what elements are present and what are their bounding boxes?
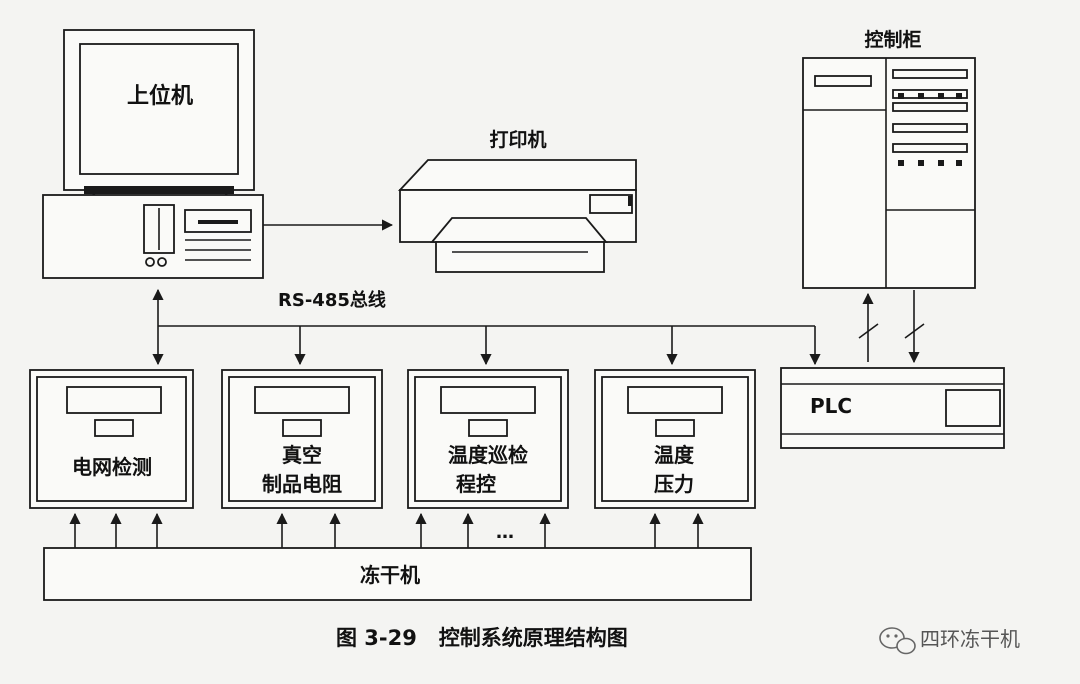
grid-monitor-label: 电网检测	[72, 455, 152, 479]
instrument-vacuum-resistance: 真空 制品电阻	[221, 369, 383, 509]
watermark: 四环冻干机	[879, 627, 1020, 655]
host-computer-label: 上位机	[127, 83, 193, 109]
control-cabinet-label: 控制柜	[864, 28, 921, 51]
printer-icon	[397, 159, 637, 273]
monitor-icon	[63, 29, 255, 199]
temp-patrol-label-line1: 温度巡检	[448, 443, 528, 467]
instrument-temp-pressure: 温度 压力	[594, 369, 756, 509]
cabinet-icon	[802, 57, 976, 289]
freeze-dryer-label: 冻干机	[360, 563, 420, 587]
temp-pressure-label-line1: 温度	[654, 443, 695, 467]
figure-caption: 图 3-29 控制系统原理结构图	[336, 626, 628, 650]
control-cabinet: 控制柜	[802, 28, 976, 289]
host-computer: 上位机	[42, 29, 264, 279]
printer-label: 打印机	[489, 128, 546, 151]
rs485-bus	[152, 288, 821, 366]
vacuum-label-line2: 制品电阻	[262, 472, 342, 496]
instrument-temp-patrol: 温度巡检 程控	[407, 369, 569, 509]
temp-pressure-label-line2: 压力	[654, 472, 694, 496]
watermark-text: 四环冻干机	[920, 627, 1020, 651]
bus-label: RS-485总线	[278, 289, 386, 311]
ellipsis-label: …	[496, 522, 514, 543]
computer-case-icon	[42, 194, 264, 279]
vacuum-label-line1: 真空	[282, 443, 322, 467]
plc-unit: PLC	[780, 367, 1005, 449]
sensor-arrows	[69, 512, 704, 548]
plc-label: PLC	[810, 394, 852, 418]
freeze-dryer: 冻干机	[43, 547, 752, 601]
instrument-grid-monitor: 电网检测	[29, 369, 194, 509]
wechat-icon	[879, 627, 916, 655]
printer: 打印机	[397, 128, 637, 273]
plc-cabinet-links	[858, 290, 925, 364]
temp-patrol-label-line2: 程控	[456, 472, 496, 496]
